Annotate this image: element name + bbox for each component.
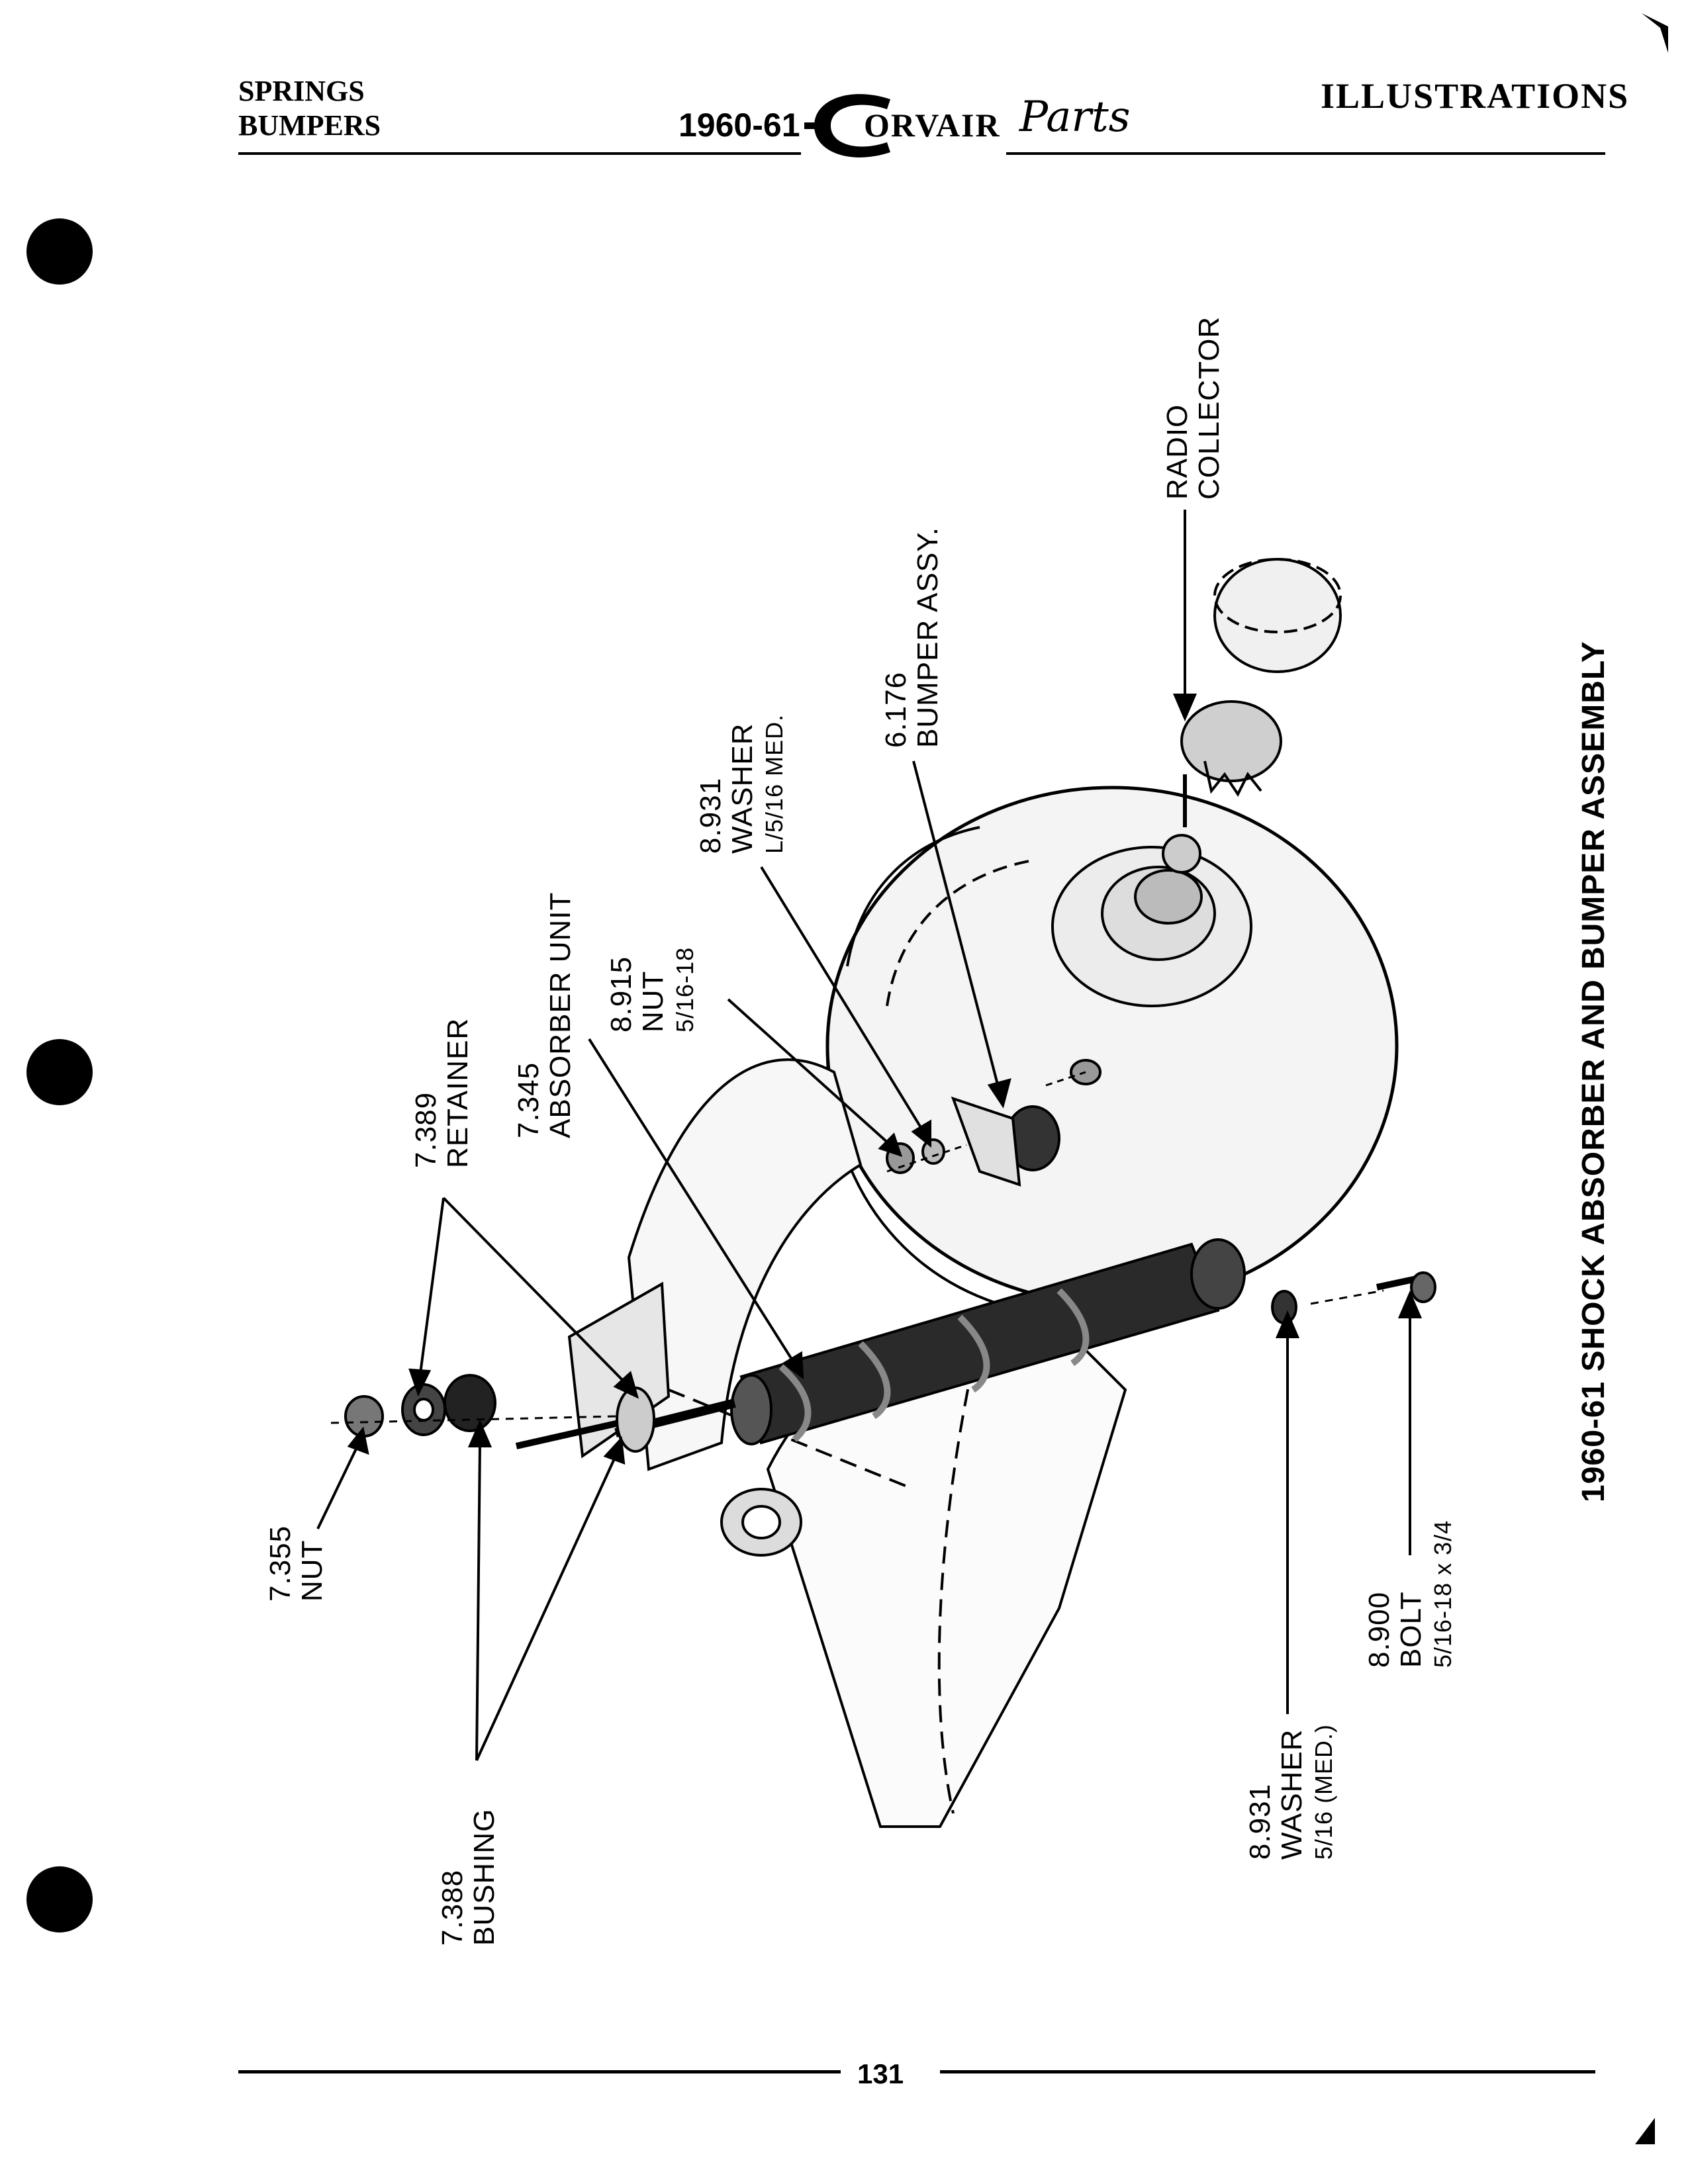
header-year: 1960-61 xyxy=(679,107,800,144)
page-number: 131 xyxy=(857,2058,904,2089)
corvair-logo-c xyxy=(804,94,890,158)
header-right-title: ILLUSTRATIONS xyxy=(1321,76,1630,116)
corvair-logo-text: ORVAIR xyxy=(864,107,1001,144)
footer-rule-left xyxy=(238,2070,841,2073)
section-line-springs: SPRINGS xyxy=(238,75,365,107)
corner-mark-bottom-right xyxy=(1635,2118,1655,2144)
footer-rule-right xyxy=(940,2070,1595,2073)
label-washer-bottom: 8.931 WASHER 5/16 (MED.) xyxy=(1244,1723,1337,1860)
figure-caption: 1960-61 SHOCK ABSORBER AND BUMPER ASSEMB… xyxy=(1576,641,1611,1502)
binder-hole-top xyxy=(26,218,93,285)
label-nut-top: 8.915 NUT 5/16-18 xyxy=(605,946,698,1032)
label-retainer: 7.389 RETAINER xyxy=(410,1017,474,1168)
label-bushing: 7.388 BUSHING xyxy=(436,1808,500,1946)
binder-hole-bottom xyxy=(26,1866,93,1933)
label-absorber-unit: 7.345 ABSORBER UNIT xyxy=(512,891,577,1138)
label-bumper-assy: 6.176 BUMPER ASSY. xyxy=(880,527,944,748)
label-radio-collector: RADIO COLLECTOR xyxy=(1161,316,1225,500)
label-nut-left: 7.355 NUT xyxy=(264,1525,328,1602)
section-line-bumpers: BUMPERS xyxy=(238,109,381,142)
section-title: SPRINGS BUMPERS xyxy=(238,74,381,143)
binder-hole-middle xyxy=(26,1039,93,1105)
header-rule-right xyxy=(1006,152,1605,155)
label-washer-top: 8.931 WASHER L/5/16 MED. xyxy=(694,713,788,854)
label-bolt: 8.900 BOLT 5/16-18 x 3/4 xyxy=(1363,1520,1456,1668)
corner-mark-top-right xyxy=(1642,13,1668,53)
corvair-logo-script: Parts xyxy=(1019,93,1131,142)
header-rule-left xyxy=(238,152,801,155)
